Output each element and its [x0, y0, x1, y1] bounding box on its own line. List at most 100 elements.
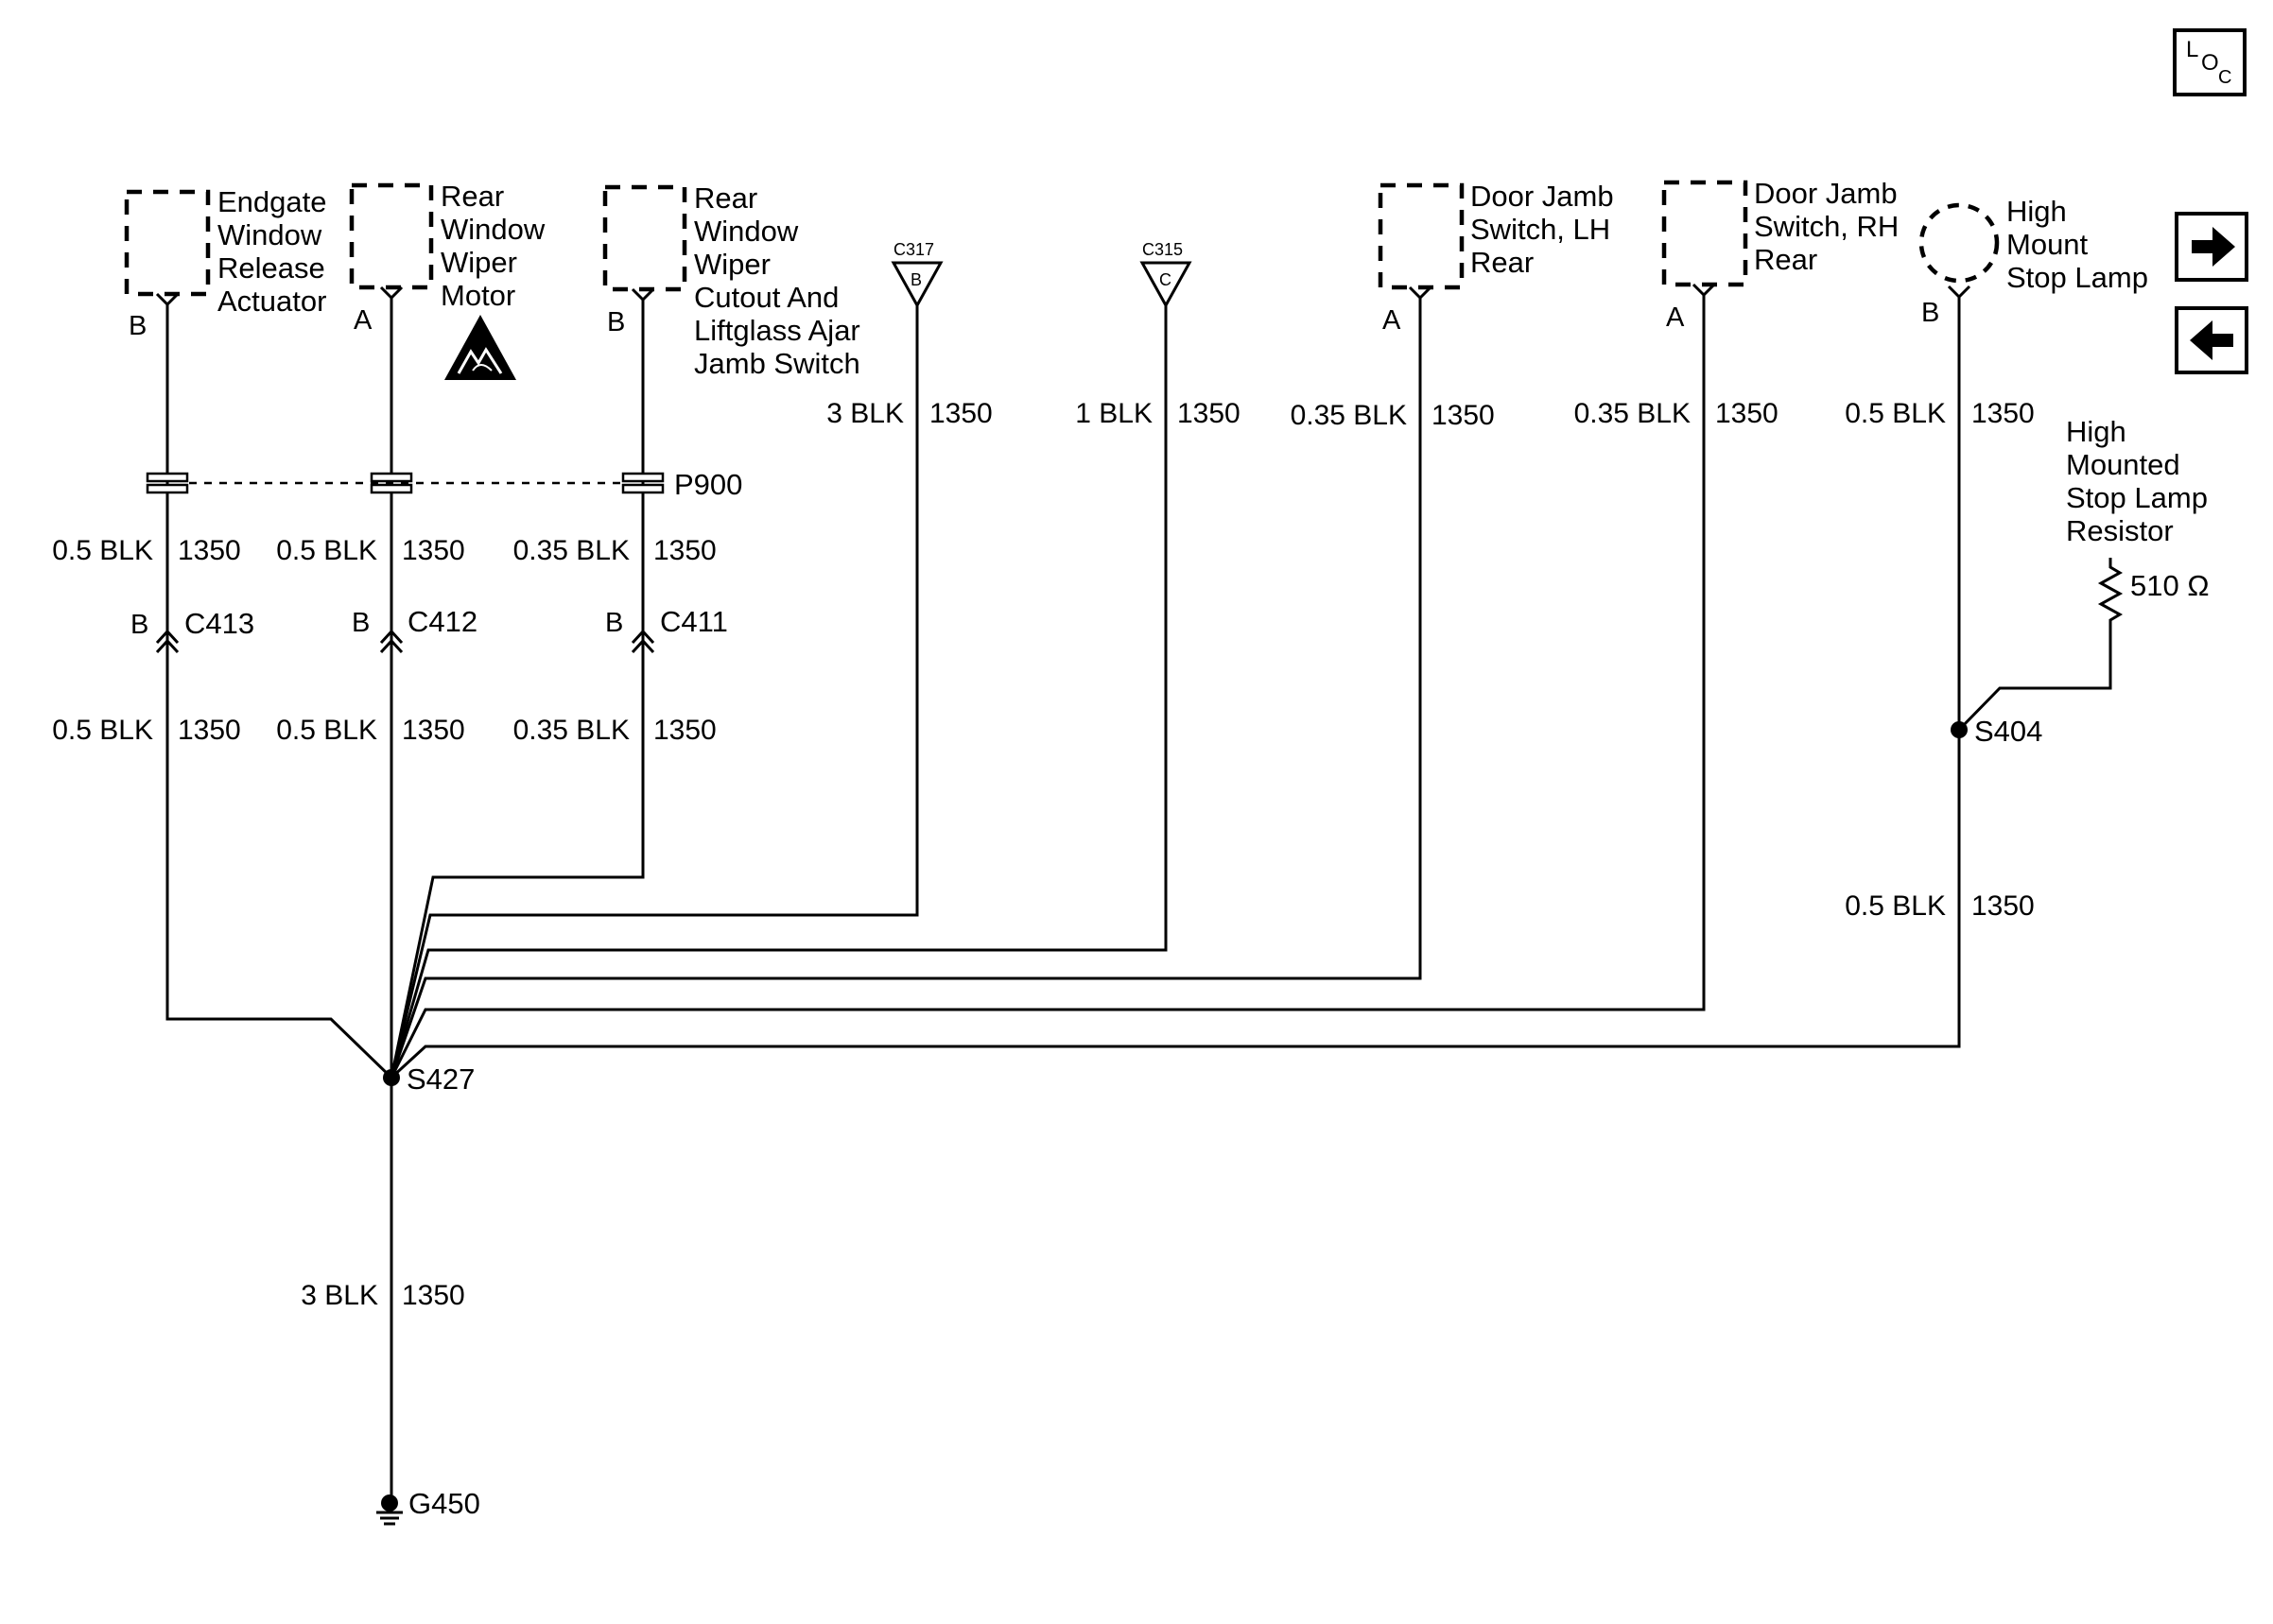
- door-lh-label-line-3: Rear: [1470, 246, 1534, 279]
- w2-bot-circuit: 1350: [402, 715, 465, 746]
- connector-c411: B C411: [605, 605, 728, 654]
- c315-wire-circuit: 1350: [1177, 398, 1241, 429]
- wiper-cutout-pin: B: [607, 307, 625, 337]
- s427-label: S427: [407, 1063, 475, 1096]
- wire-label-c315: 1 BLK 1350: [1075, 398, 1240, 429]
- stop-lamp-resistor: High Mounted Stop Lamp Resistor 510 Ω: [1957, 415, 2210, 732]
- arrow-right-icon[interactable]: [2175, 212, 2248, 282]
- c315-wire-size: 1 BLK: [1075, 398, 1153, 429]
- wiper-cutout-label-line-5: Liftglass Ajar: [694, 314, 860, 347]
- connector-p900: P900: [146, 468, 742, 501]
- c315-label: C315: [1142, 240, 1183, 259]
- resistor-zigzag: [1957, 558, 2124, 732]
- w1-top-size: 0.5 BLK: [52, 535, 153, 566]
- w3-bot-circuit: 1350: [653, 715, 717, 746]
- loc-letter-l: L: [2186, 37, 2198, 62]
- endgate-window-release-actuator: Endgate Window Release Actuator B: [124, 185, 327, 341]
- wire-label-lamp-top: 0.5 BLK 1350: [1845, 398, 2035, 429]
- wiper-cutout-label-line-6: Jamb Switch: [694, 347, 860, 380]
- door-rh-pin: A: [1666, 302, 1685, 333]
- ground-g450: G450: [376, 1487, 480, 1526]
- wire-label-ground: 3 BLK 1350: [301, 1280, 464, 1311]
- wire-label-c317: 3 BLK 1350: [826, 398, 992, 429]
- s404-label: S404: [1974, 715, 2042, 748]
- w2-top-size: 0.5 BLK: [276, 535, 377, 566]
- wire-label-w3-bot: 0.35 BLK 1350: [513, 715, 717, 746]
- door-lh-wire-circuit: 1350: [1431, 400, 1495, 431]
- stop-lamp-label-line-2: Mount: [2006, 228, 2089, 261]
- connector-c412: B C412: [352, 605, 477, 654]
- high-mount-stop-lamp: High Mount Stop Lamp B: [1918, 195, 2148, 328]
- wire-label-w1-top: 0.5 BLK 1350: [52, 535, 241, 566]
- c412-label: C412: [408, 605, 477, 638]
- stop-lamp-label-line-3: Stop Lamp: [2006, 261, 2148, 294]
- connector-c317: C317 B: [891, 240, 944, 309]
- resistor-label-line-3: Stop Lamp: [2066, 481, 2208, 514]
- wiper-cutout-label-line-3: Wiper: [694, 248, 771, 281]
- door-lh-label-line-2: Switch, LH: [1470, 213, 1610, 246]
- p900-label: P900: [674, 468, 742, 501]
- wiper-motor-label-line-3: Wiper: [441, 246, 517, 279]
- loc-letter-o: O: [2201, 50, 2219, 76]
- endgate-pin: B: [129, 311, 147, 341]
- w1-top-circuit: 1350: [178, 535, 241, 566]
- c411-label: C411: [660, 605, 728, 638]
- splice-s404: S404: [1951, 715, 2042, 748]
- resistor-value: 510 Ω: [2130, 569, 2210, 602]
- wire-door-rh: [390, 295, 1706, 1079]
- lamp-bot-wire-circuit: 1350: [1971, 890, 2035, 922]
- wiper-motor-label-line-2: Window: [441, 213, 546, 246]
- wire-c317: [390, 305, 919, 1079]
- wiper-cutout-label-line-4: Cutout And: [694, 281, 839, 314]
- wire-c315: [390, 305, 1168, 1079]
- door-rh-label-line-2: Switch, RH: [1754, 210, 1899, 243]
- c411-pin: B: [605, 608, 623, 638]
- w2-top-circuit: 1350: [402, 535, 465, 566]
- door-rh-label-line-3: Rear: [1754, 243, 1817, 276]
- stop-lamp-pin: B: [1921, 298, 1939, 328]
- door-lh-pin: A: [1382, 305, 1401, 336]
- connector-c315: C315 C: [1139, 240, 1192, 309]
- wire-stop-lamp: [390, 297, 1961, 1080]
- wire-label-w2-bot: 0.5 BLK 1350: [276, 715, 465, 746]
- lamp-top-wire-size: 0.5 BLK: [1845, 398, 1946, 429]
- w3-bot-size: 0.35 BLK: [513, 715, 630, 746]
- loc-letter-c: C: [2218, 67, 2231, 88]
- wiper-motor-label-line-4: Motor: [441, 279, 515, 312]
- lamp-bot-wire-size: 0.5 BLK: [1845, 890, 1946, 922]
- c317-wire-circuit: 1350: [929, 398, 993, 429]
- wire-label-lamp-bot: 0.5 BLK 1350: [1845, 890, 2035, 922]
- resistor-label-line-2: Mounted: [2066, 448, 2180, 481]
- endgate-label-line-1: Endgate: [217, 185, 327, 218]
- w2-bot-size: 0.5 BLK: [276, 715, 377, 746]
- endgate-label-line-3: Release: [217, 251, 325, 285]
- wiper-motor-pin: A: [354, 305, 373, 336]
- wire-label-w1-bot: 0.5 BLK 1350: [52, 715, 241, 746]
- wire-label-w2-top: 0.5 BLK 1350: [276, 535, 465, 566]
- wire-wiper-cutout: [390, 300, 645, 1079]
- splice-s427: S427: [383, 1063, 475, 1096]
- loc-icon[interactable]: L O C: [2173, 28, 2247, 96]
- ground-wire-size: 3 BLK: [301, 1280, 378, 1311]
- endgate-label-line-2: Window: [217, 218, 322, 251]
- wiper-cutout-label-line-2: Window: [694, 215, 799, 248]
- arrow-left-icon[interactable]: [2175, 306, 2248, 374]
- esd-warning-icon: [444, 315, 516, 380]
- wire-endgate: [165, 304, 393, 1080]
- stop-lamp-label-line-1: High: [2006, 195, 2067, 228]
- c317-label: C317: [894, 240, 934, 259]
- door-jamb-switch-lh-rear: Door Jamb Switch, LH Rear A: [1378, 180, 1614, 336]
- connector-c413: B C413: [130, 607, 254, 654]
- g450-label: G450: [408, 1487, 480, 1520]
- wire-door-lh: [390, 298, 1422, 1079]
- wire-label-w3-top: 0.35 BLK 1350: [513, 535, 717, 566]
- resistor-label-line-1: High: [2066, 415, 2126, 448]
- door-rh-label-line-1: Door Jamb: [1754, 177, 1898, 210]
- c315-pin: C: [1159, 270, 1171, 289]
- rear-window-wiper-cutout-switch: Rear Window Wiper Cutout And Liftglass A…: [602, 181, 860, 380]
- c412-pin: B: [352, 608, 370, 638]
- wiper-cutout-label-line-1: Rear: [694, 181, 757, 215]
- door-rh-wire-circuit: 1350: [1715, 398, 1778, 429]
- resistor-label-line-4: Resistor: [2066, 514, 2174, 547]
